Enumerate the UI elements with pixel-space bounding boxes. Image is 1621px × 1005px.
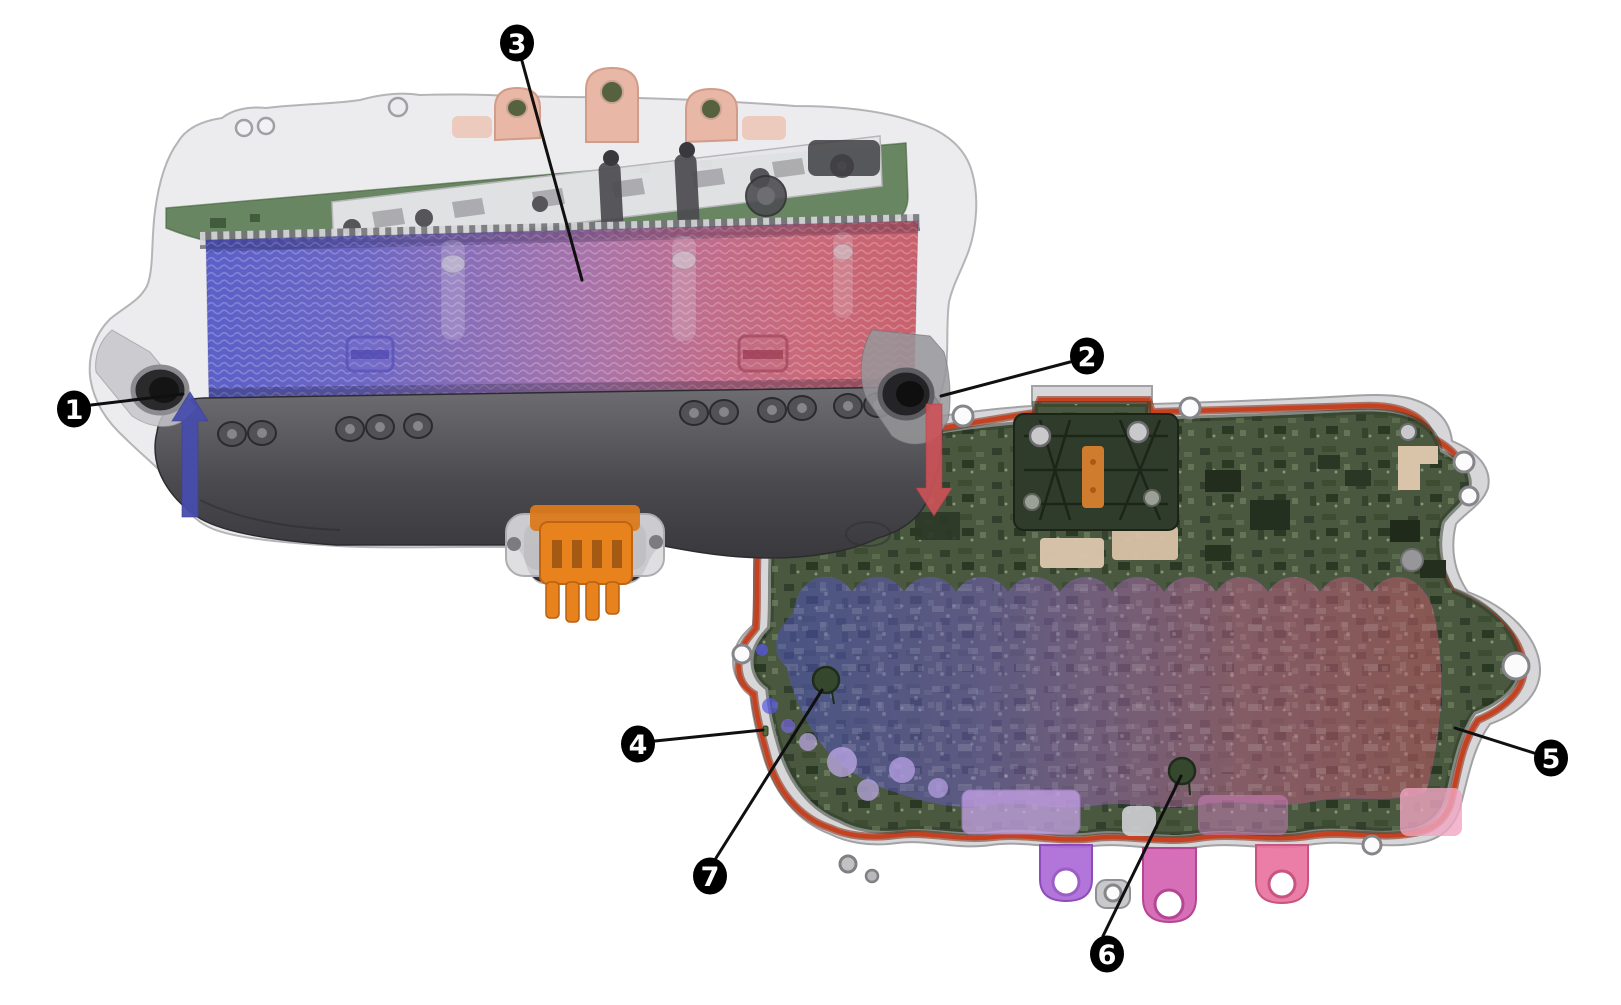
- callout-7-badge: 7: [693, 857, 727, 895]
- housing-ear-holes: [234, 96, 409, 138]
- callout-7-label: 7: [701, 862, 720, 893]
- callout-1-badge: 1: [57, 390, 91, 428]
- channel-bracket-cold: [345, 335, 395, 373]
- ground-clip: [1398, 446, 1438, 490]
- callout-3-badge: 3: [500, 24, 534, 62]
- callout-1-label: 1: [65, 395, 84, 426]
- callout-5-label: 5: [1542, 744, 1561, 775]
- power-module-view: [88, 66, 978, 623]
- standoff-posts: [598, 140, 880, 235]
- lv-connector: [505, 505, 665, 623]
- busbar-terminals: [1039, 844, 1309, 924]
- coolant-outlet-arrow: [915, 403, 953, 517]
- control-board-view: [731, 385, 1542, 924]
- callout-leader-lines: [89, 59, 1536, 938]
- power-stage-thermal-overlay: [756, 576, 1462, 836]
- callout-5-badge: 5: [1534, 739, 1568, 777]
- channel-bracket-hot: [737, 334, 789, 373]
- busbar-block-pink: [1400, 788, 1462, 836]
- board-screw: [1399, 423, 1417, 441]
- board-screw: [1400, 548, 1424, 572]
- busbar-block-magenta: [1198, 795, 1288, 835]
- connector-orange-key: [1082, 446, 1104, 508]
- callout-6-badge: 6: [1090, 935, 1124, 973]
- signal-connector: [1013, 413, 1179, 531]
- cooling-channel: [205, 220, 919, 403]
- callout-4-badge: 4: [621, 725, 655, 763]
- pcb-components: [915, 413, 1446, 578]
- callout-2-badge: 2: [1070, 337, 1104, 375]
- callout-6-label: 6: [1098, 940, 1117, 971]
- connector-prongs: [545, 581, 620, 623]
- callout-2-label: 2: [1078, 342, 1097, 373]
- busbar-stud: [1122, 806, 1156, 836]
- busbar-block-purple: [961, 789, 1081, 835]
- coolant-inlet-arrow: [171, 391, 209, 518]
- thermal-pad-right: [1112, 526, 1178, 560]
- callout-badges: 1 2 3 4 5 6 7: [57, 24, 1568, 973]
- dc-copper-terminals: [452, 66, 786, 144]
- channel-posts: [440, 231, 854, 342]
- thermal-pad-left: [1040, 538, 1104, 568]
- callout-4-label: 4: [629, 730, 648, 761]
- callout-3-label: 3: [508, 29, 527, 60]
